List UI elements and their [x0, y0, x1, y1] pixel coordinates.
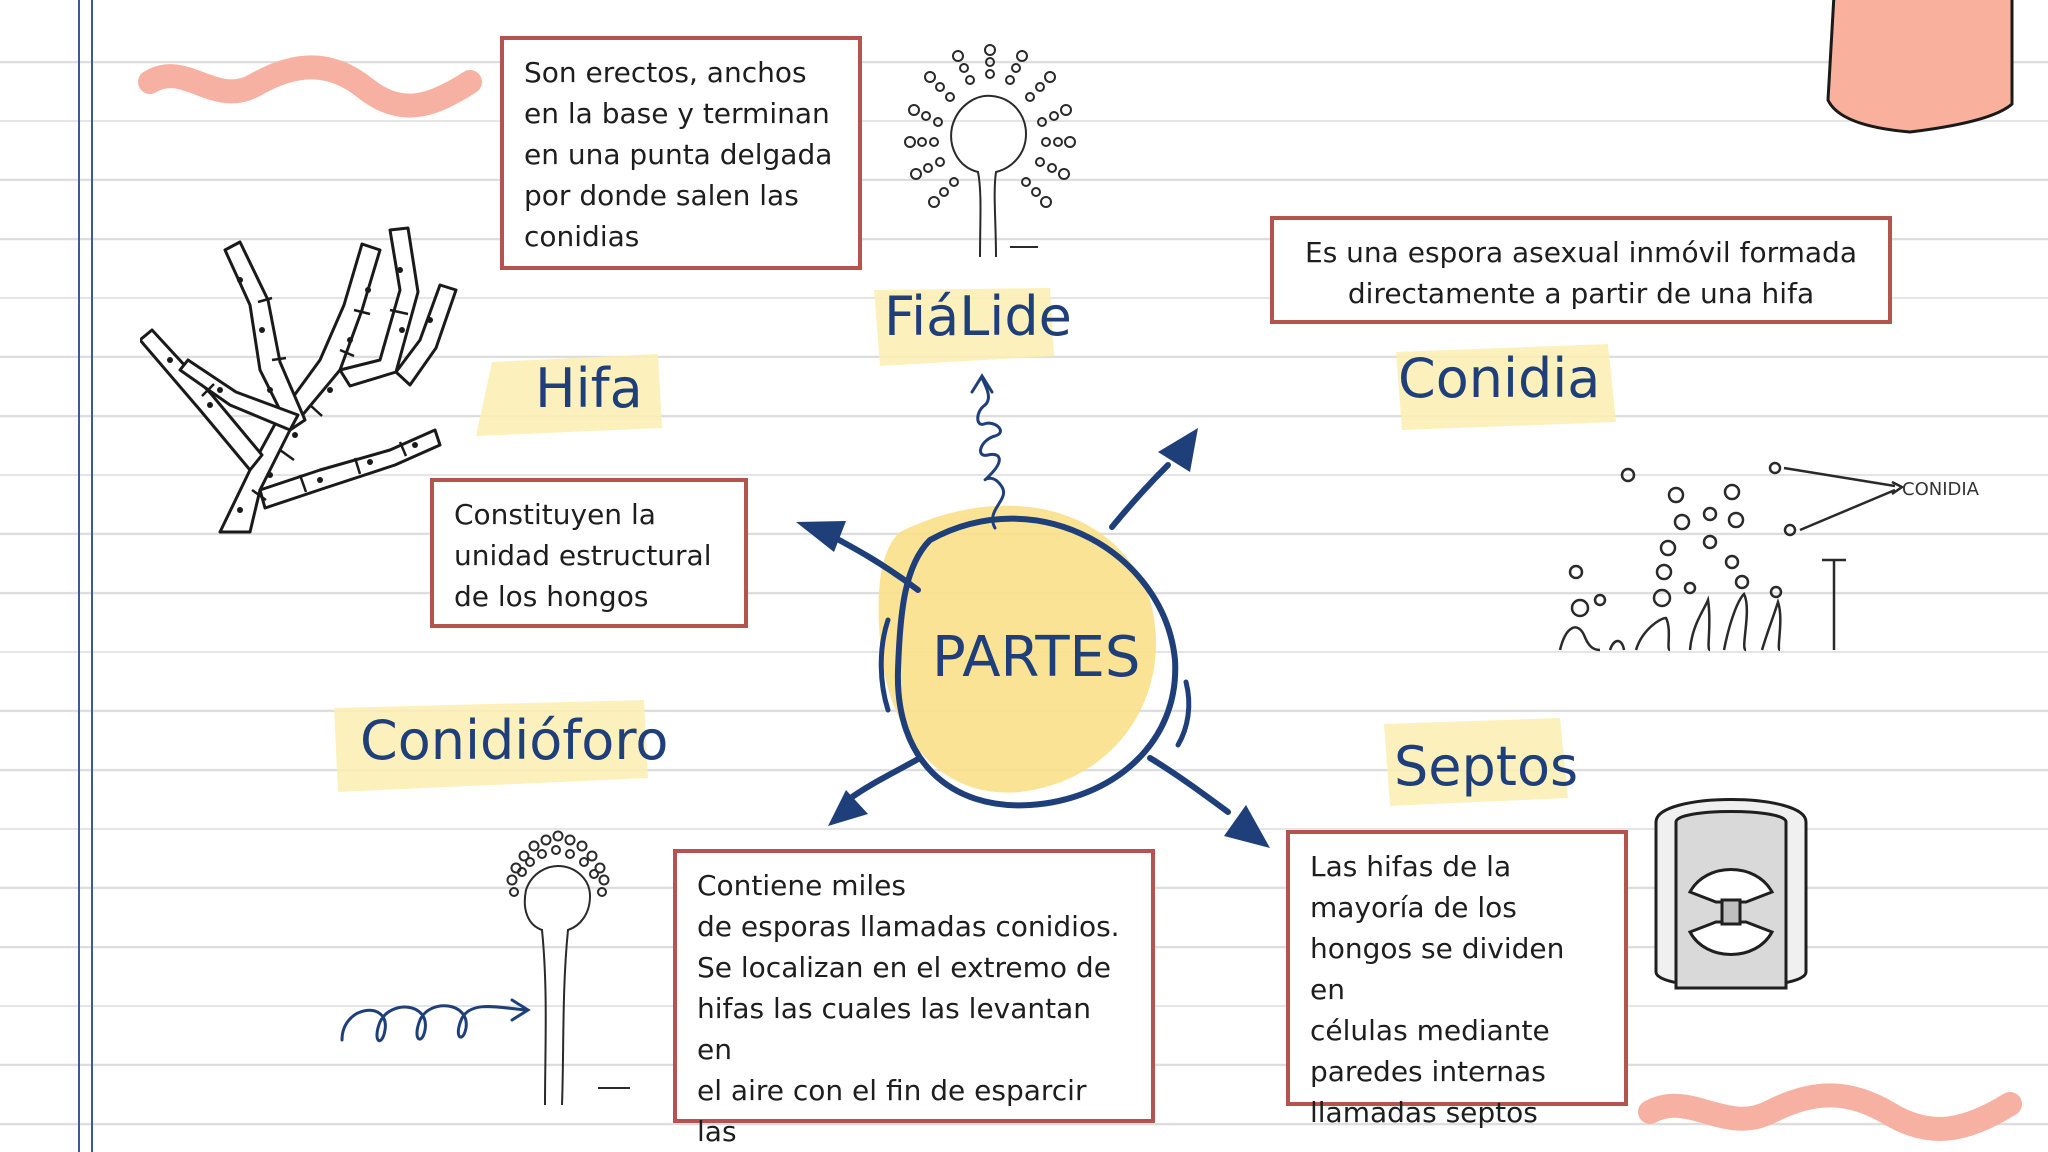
conidioforo-title: Conidióforo: [360, 709, 669, 772]
notebook-margin-line: [78, 0, 80, 1152]
tape-corner: [1826, 0, 2014, 134]
conidia-figure-label: CONIDIA: [1902, 479, 1980, 500]
spiral-arrow-to-conidioforo: [340, 998, 531, 1043]
septos-description-box: Las hifas de la mayoría de los hongos se…: [1286, 830, 1628, 1129]
arrow-to-hifa: [796, 521, 921, 593]
title-highlight: [1396, 344, 1616, 430]
conidioforo-description-box: Contiene miles de esporas llamadas conid…: [673, 849, 1155, 1148]
arrow-to-conidioforo: [828, 755, 923, 826]
conidiophore-drawing: [506, 830, 630, 1106]
arrow-to-septos: [1147, 755, 1270, 848]
pink-squiggle-bottom: [1638, 1083, 2022, 1141]
title-highlight: [1384, 718, 1568, 806]
spiral-arrow-to-fialide: [970, 373, 1006, 530]
phialide-drawing: [904, 44, 1076, 258]
center-label: PARTES: [932, 625, 1141, 690]
conidia-drawing: CONIDIA: [1558, 461, 1980, 652]
title-highlight: [334, 700, 648, 792]
title-highlight: [874, 288, 1054, 366]
septos-title: Septos: [1394, 735, 1579, 798]
arrow-to-conidia: [1109, 428, 1198, 530]
pink-squiggle-top: [138, 55, 482, 118]
conidia-description-box: Es una espora asexual inmóvil formada di…: [1270, 216, 1892, 324]
central-circle: [878, 505, 1192, 809]
hifa-title: Hifa: [535, 357, 643, 420]
hyphae-drawing: [140, 226, 458, 534]
fialide-title: FiáLide: [884, 285, 1072, 348]
septum-drawing: [1654, 798, 1808, 990]
fialide-description-box: Son erectos, anchos en la base y termina…: [500, 36, 862, 270]
title-highlight: [476, 354, 662, 436]
hifa-description-box: Constituyen la unidad estructural de los…: [430, 478, 748, 628]
conidia-title: Conidia: [1398, 347, 1601, 410]
notebook-margin-line: [91, 0, 93, 1152]
